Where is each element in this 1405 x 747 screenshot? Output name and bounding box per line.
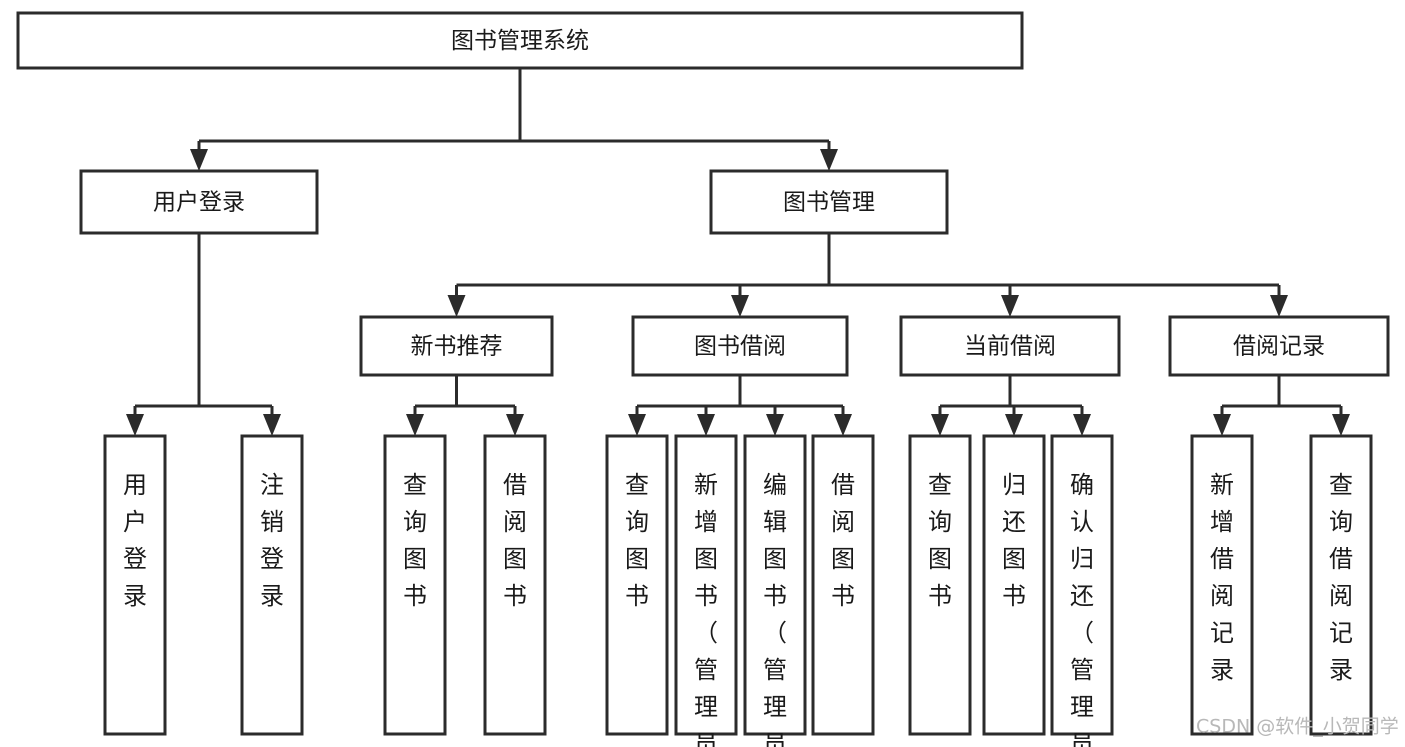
connector-conn-root xyxy=(190,68,838,171)
node-current-borrow[interactable]: 当前借阅 xyxy=(899,315,1121,377)
node-label-leaf-logout: 注销登录 xyxy=(260,471,284,610)
connector-layer xyxy=(126,68,1350,436)
connector-arrowhead xyxy=(931,414,949,436)
node-label-leaf-add-record: 新增借阅记录 xyxy=(1210,471,1234,684)
node-box-leaf-borrow-book-1[interactable] xyxy=(483,434,547,736)
node-label-leaf-query-book-1: 查询图书 xyxy=(403,471,427,610)
node-leaf-add-record[interactable]: 新增借阅记录 xyxy=(1190,434,1254,736)
connector-arrowhead xyxy=(628,414,646,436)
node-leaf-add-book[interactable]: 新增图书（管理员） xyxy=(674,434,738,747)
node-label-leaf-return-book: 归还图书 xyxy=(1002,471,1026,610)
node-box-book-manage[interactable] xyxy=(709,169,949,235)
node-book-borrow[interactable]: 图书借阅 xyxy=(631,315,849,377)
connector-arrowhead xyxy=(406,414,424,436)
connector-arrowhead xyxy=(126,414,144,436)
node-box-leaf-edit-book[interactable] xyxy=(743,434,807,736)
connector-conn-borrow-record xyxy=(1213,375,1350,436)
node-label-leaf-query-record: 查询借阅记录 xyxy=(1329,471,1353,684)
node-label-leaf-confirm-return: 确认归还（管理员） xyxy=(1070,471,1094,747)
node-label-leaf-query-book-3: 查询图书 xyxy=(928,471,952,610)
node-user-login[interactable]: 用户登录 xyxy=(79,169,319,235)
node-label-leaf-borrow-book-2: 借阅图书 xyxy=(831,471,855,610)
node-label-leaf-add-book: 新增图书（管理员） xyxy=(694,471,718,747)
node-label-leaf-borrow-book-1: 借阅图书 xyxy=(503,471,527,610)
connector-arrowhead xyxy=(1270,295,1288,317)
connector-conn-new-book xyxy=(406,375,524,436)
node-label-user-login: 用户登录 xyxy=(153,190,245,216)
node-leaf-borrow-book-1[interactable]: 借阅图书 xyxy=(483,434,547,736)
node-leaf-query-record[interactable]: 查询借阅记录 xyxy=(1309,434,1373,736)
csdn-watermark: CSDN @软件_小贺同学 xyxy=(1196,716,1399,738)
node-box-leaf-confirm-return[interactable] xyxy=(1050,434,1114,736)
connector-arrowhead xyxy=(1001,295,1019,317)
node-box-book-borrow[interactable] xyxy=(631,315,849,377)
connector-arrowhead xyxy=(1073,414,1091,436)
node-leaf-confirm-return[interactable]: 确认归还（管理员） xyxy=(1050,434,1114,747)
connector-conn-book-manage xyxy=(447,233,1288,317)
node-box-leaf-query-book-3[interactable] xyxy=(908,434,972,736)
node-box-borrow-record[interactable] xyxy=(1168,315,1390,377)
connector-arrowhead xyxy=(766,414,784,436)
node-box-root[interactable] xyxy=(16,11,1024,70)
node-borrow-record[interactable]: 借阅记录 xyxy=(1168,315,1390,377)
connector-conn-user-login xyxy=(126,233,281,436)
node-box-leaf-query-book-1[interactable] xyxy=(383,434,447,736)
connector-arrowhead xyxy=(1005,414,1023,436)
node-box-new-book-recommend[interactable] xyxy=(359,315,554,377)
node-label-root: 图书管理系统 xyxy=(451,28,589,54)
node-book-manage[interactable]: 图书管理 xyxy=(709,169,949,235)
node-box-leaf-user-login[interactable] xyxy=(103,434,167,736)
connector-arrowhead xyxy=(190,149,208,171)
node-box-leaf-query-record[interactable] xyxy=(1309,434,1373,736)
node-leaf-borrow-book-2[interactable]: 借阅图书 xyxy=(811,434,875,736)
node-label-current-borrow: 当前借阅 xyxy=(964,334,1056,360)
node-box-leaf-logout[interactable] xyxy=(240,434,304,736)
node-box-current-borrow[interactable] xyxy=(899,315,1121,377)
node-leaf-query-book-1[interactable]: 查询图书 xyxy=(383,434,447,736)
node-leaf-user-login[interactable]: 用户登录 xyxy=(103,434,167,736)
node-leaf-return-book[interactable]: 归还图书 xyxy=(982,434,1046,736)
node-leaf-logout[interactable]: 注销登录 xyxy=(240,434,304,736)
connector-arrowhead xyxy=(447,295,466,317)
connector-arrowhead xyxy=(731,295,749,317)
node-label-leaf-user-login: 用户登录 xyxy=(123,471,147,610)
connector-conn-current-borrow xyxy=(931,375,1091,436)
node-label-new-book-recommend: 新书推荐 xyxy=(411,334,503,360)
node-leaf-query-book-3[interactable]: 查询图书 xyxy=(908,434,972,736)
node-layer: 图书管理系统用户登录图书管理新书推荐图书借阅当前借阅借阅记录用户登录注销登录查询… xyxy=(16,11,1390,747)
node-box-leaf-return-book[interactable] xyxy=(982,434,1046,736)
connector-arrowhead xyxy=(263,414,281,436)
node-root[interactable]: 图书管理系统 xyxy=(16,11,1024,70)
node-label-book-borrow: 图书借阅 xyxy=(694,334,786,360)
node-box-leaf-borrow-book-2[interactable] xyxy=(811,434,875,736)
watermark-layer: CSDN @软件_小贺同学 xyxy=(1196,716,1399,738)
connector-arrowhead xyxy=(820,149,838,171)
node-label-leaf-query-book-2: 查询图书 xyxy=(625,471,649,610)
node-box-user-login[interactable] xyxy=(79,169,319,235)
connector-arrowhead xyxy=(697,414,715,436)
connector-arrowhead xyxy=(1213,414,1231,436)
connector-conn-book-borrow xyxy=(628,375,852,436)
node-label-borrow-record: 借阅记录 xyxy=(1233,334,1325,360)
node-label-leaf-edit-book: 编辑图书（管理员） xyxy=(763,471,787,747)
node-box-leaf-add-record[interactable] xyxy=(1190,434,1254,736)
node-box-leaf-add-book[interactable] xyxy=(674,434,738,736)
connector-arrowhead xyxy=(1332,414,1350,436)
node-label-book-manage: 图书管理 xyxy=(783,190,875,216)
node-leaf-edit-book[interactable]: 编辑图书（管理员） xyxy=(743,434,807,747)
node-new-book-recommend[interactable]: 新书推荐 xyxy=(359,315,554,377)
node-leaf-query-book-2[interactable]: 查询图书 xyxy=(605,434,669,736)
node-box-leaf-query-book-2[interactable] xyxy=(605,434,669,736)
connector-arrowhead xyxy=(506,414,524,436)
connector-arrowhead xyxy=(834,414,852,436)
